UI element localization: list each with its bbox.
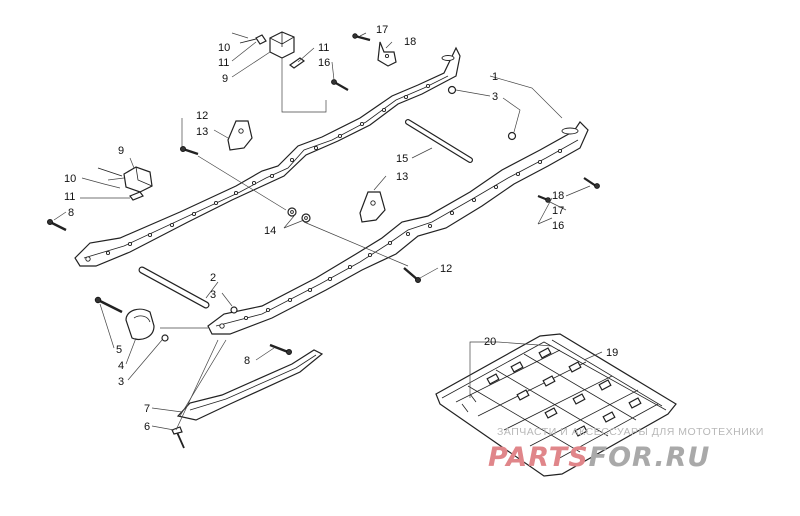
callout-16: 16 [318,57,330,69]
callout-20: 20 [484,336,496,348]
bracket-right [359,191,386,223]
callout-11: 11 [318,42,329,54]
bolt-16-top [331,79,349,91]
nut-3-mid [230,306,238,314]
bracket-left [227,120,253,151]
leader-lines [53,32,603,431]
callout-11: 11 [218,57,229,69]
callout-8: 8 [244,355,250,367]
screw-6 [171,426,185,449]
wheel-cap-4 [125,308,155,341]
callout-4: 4 [118,360,124,372]
right-rail [207,121,589,335]
callout-17: 17 [376,24,388,36]
wear-strip-7 [176,349,324,421]
watermark-logo-right: FOR.RU [589,442,711,473]
callout-11: 11 [64,191,75,203]
bolt-12-lower [403,267,421,283]
callout-6: 6 [144,421,150,433]
top-clip-11 [288,57,306,69]
callout-10: 10 [218,42,230,54]
nut-3-right [507,131,517,141]
track-section [435,333,677,477]
nut-3-upper [447,85,457,95]
callout-3: 3 [210,289,216,301]
callout-12: 12 [196,110,208,122]
callout-18: 18 [404,36,416,48]
side-block-9 [123,166,153,193]
left-rail [74,46,461,267]
top-block-9 [269,31,295,59]
side-pin-10 [97,167,123,177]
callout-2: 2 [210,272,216,284]
watermark-tagline: ЗАПЧАСТИ И АКСЕССУАРЫ ДЛЯ МОТОТЕХНИКИ [497,426,764,438]
watermark-logo: PARTSFOR.RU [488,442,710,473]
bolt-17-right [537,194,551,203]
watermark: ЗАПЧАСТИ И АКСЕССУАРЫ ДЛЯ МОТОТЕХНИКИ PA… [488,426,764,473]
cross-shaft-upper [405,119,473,163]
callout-13: 13 [196,126,208,138]
bolt-17-top [352,33,371,42]
callout-labels: 1 2 3 3 3 4 5 6 7 8 8 9 9 10 10 11 11 11… [64,24,618,433]
callout-9: 9 [222,73,228,85]
callout-16: 16 [552,220,564,232]
callout-9: 9 [118,145,124,157]
bracket-18-top [377,41,397,67]
top-pin-10 [239,34,267,45]
nut-14-b [301,213,311,223]
callout-8: 8 [68,207,74,219]
callout-12: 12 [440,263,452,275]
bolt-8-lower [269,343,292,355]
bolt-18-right [583,177,600,189]
nut-3-lower [161,334,169,342]
bolt-12-upper [179,145,199,156]
watermark-logo-left: PARTS [488,442,589,473]
bolt-5 [94,296,123,314]
callout-1: 1 [492,71,498,83]
callout-10: 10 [64,173,76,185]
callout-3: 3 [492,91,498,103]
bolt-8-left [47,218,67,232]
callout-14: 14 [264,225,276,237]
callout-19: 19 [606,347,618,359]
nut-14-a [287,207,297,217]
cross-shaft-lower [138,266,210,309]
callout-18: 18 [552,190,564,202]
callout-17: 17 [552,205,564,217]
callout-5: 5 [116,344,122,356]
callout-13: 13 [396,171,408,183]
side-clip-11 [129,191,144,201]
callout-3: 3 [118,376,124,388]
callout-7: 7 [144,403,150,415]
callout-15: 15 [396,153,408,165]
